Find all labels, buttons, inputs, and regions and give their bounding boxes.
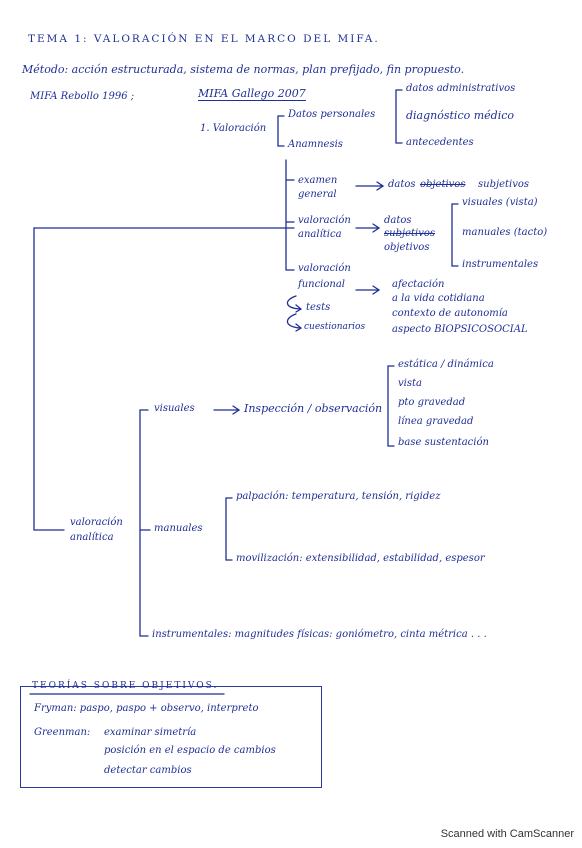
tests-label: tests [306, 302, 331, 313]
palpacion: palpación: temperatura, tensión, rigidez [236, 491, 441, 502]
anamnesis: Anamnesis [288, 139, 343, 150]
inspeccion-observacion: Inspección / observación [244, 402, 383, 415]
examen-label-1: examen [298, 175, 338, 186]
analitica-label-1: valoración [70, 517, 123, 528]
insp-item-linea-gravedad: línea gravedad [398, 416, 474, 427]
ref-gallego: MIFA Gallego 2007 [198, 87, 306, 101]
va-datos: datos [384, 215, 412, 226]
va-item-instrumentales: instrumentales [462, 259, 539, 270]
insp-item-pto-gravedad: pto gravedad [398, 397, 466, 408]
analitica-visuales: visuales [154, 403, 195, 414]
vf-item-vida: a la vida cotidiana [392, 293, 485, 304]
vf-label-2: funcional [298, 279, 346, 290]
greenman-item-simetria: examinar simetría [104, 727, 197, 738]
examen-subjetivos: subjetivos [478, 179, 530, 190]
greenman-item-posicion: posición en el espacio de cambios [104, 745, 276, 756]
scanner-watermark: Scanned with CamScanner [440, 828, 574, 840]
teorias-heading: TEORÍAS SOBRE OBJETIVOS. [32, 681, 219, 691]
analitica-instrumentales: instrumentales: magnitudes físicas: goni… [152, 629, 487, 640]
vf-label-1: valoración [298, 263, 351, 274]
dp-item-antecedentes: antecedentes [406, 137, 474, 148]
examen-label-2: general [298, 189, 337, 200]
valoracion-label: 1. Valoración [200, 123, 267, 134]
vf-item-aspecto: aspecto BIOPSICOSOCIAL [392, 324, 528, 335]
va-item-visuales: visuales (vista) [462, 197, 538, 208]
page-title: TEMA 1: VALORACIÓN EN EL MARCO DEL MIFA. [28, 33, 380, 45]
insp-item-vista: vista [398, 378, 422, 389]
va-item-manuales: manuales (tacto) [462, 227, 548, 238]
metodo-definition: Método: acción estructurada, sistema de … [22, 63, 465, 76]
teorias-box [20, 686, 322, 788]
teoria-fryman: Fryman: paspo, paspo + observo, interpre… [34, 703, 259, 714]
movilizacion: movilización: extensibilidad, estabilida… [236, 553, 485, 564]
vf-item-afectacion: afectación [392, 279, 445, 290]
va-struck: subjetivos [384, 228, 436, 239]
vf-item-contexto: contexto de autonomía [392, 308, 508, 319]
va-objetivos: objetivos [384, 242, 430, 253]
examen-datos: datos [388, 179, 416, 190]
va-label-1: valoración [298, 215, 351, 226]
examen-struck: objetivos [420, 179, 466, 190]
datos-personales: Datos personales [288, 109, 376, 120]
dp-item-diagnostico: diagnóstico médico [406, 109, 515, 122]
cuestionarios-label: cuestionarios [304, 322, 366, 332]
insp-item-base: base sustentación [398, 437, 489, 448]
va-label-2: analítica [298, 229, 342, 240]
analitica-label-2: analítica [70, 532, 114, 543]
teoria-greenman-label: Greenman: [34, 727, 91, 738]
greenman-item-cambios: detectar cambios [104, 765, 192, 776]
analitica-manuales: manuales [154, 523, 203, 534]
ref-rebollo: MIFA Rebollo 1996 ; [30, 91, 135, 102]
dp-item-administrativos: datos administrativos [406, 83, 516, 94]
insp-item-estatica: estática / dinámica [398, 359, 494, 370]
